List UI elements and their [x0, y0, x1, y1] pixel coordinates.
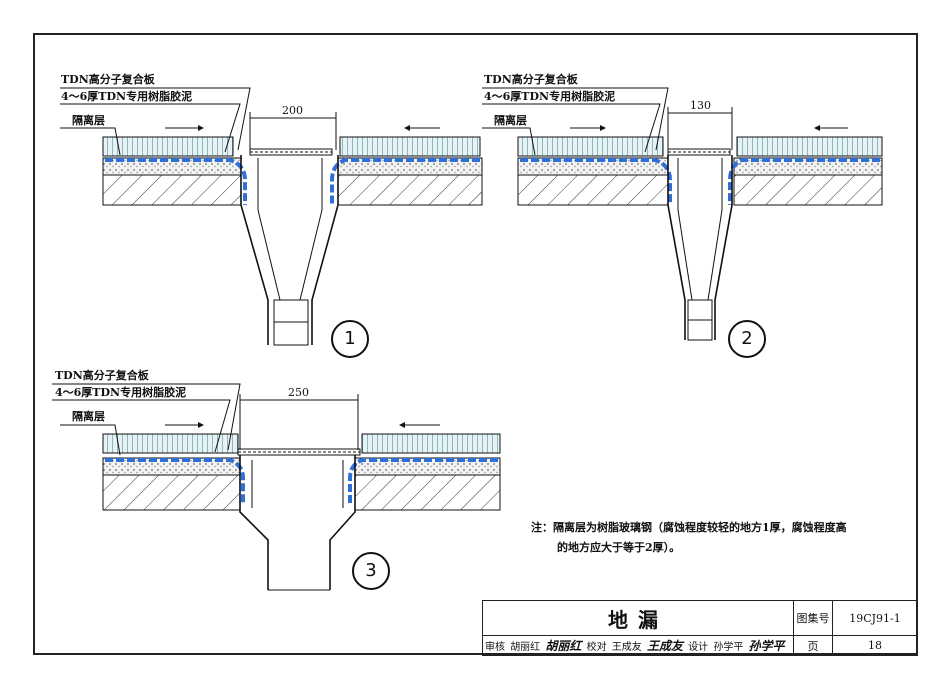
label-resin-mortar-2: 4～6厚TDN专用树脂胶泥	[484, 90, 616, 103]
label-isolation-layer-2: 隔离层	[494, 114, 527, 127]
page-label: 页	[793, 635, 833, 656]
review-signature: 胡丽红	[545, 639, 582, 653]
label-isolation-layer-3: 隔离层	[72, 410, 105, 423]
design-name: 孙学平	[713, 642, 744, 653]
label-composite-board-1: TDN高分子复合板	[61, 73, 155, 86]
note-line-2: 的地方应大于等于2厚）。	[557, 541, 681, 554]
design-signature: 孙学平	[748, 639, 785, 653]
dimension-detail-1: 200	[282, 104, 303, 117]
note-line-1: 注：隔离层为树脂玻璃钢（腐蚀程度较轻的地方1厚，腐蚀程度高	[531, 521, 847, 534]
check-signature: 王成友	[646, 639, 683, 653]
page-number: 18	[832, 635, 918, 656]
title-block: 地漏 图集号 19CJ91-1 审核 胡丽红 胡丽红 校对 王成友 王成友 设计…	[482, 600, 918, 656]
detail-number-3: 3	[352, 552, 390, 590]
dimension-detail-3: 250	[288, 386, 309, 399]
atlas-number: 19CJ91-1	[832, 600, 918, 636]
label-resin-mortar-3: 4～6厚TDN专用树脂胶泥	[55, 386, 187, 399]
check-label: 校对	[586, 642, 607, 653]
drawing-frame	[33, 33, 918, 655]
review-label: 审核	[485, 642, 505, 653]
detail-number-2: 2	[728, 320, 766, 358]
detail-2-section	[482, 87, 883, 341]
detail-1-section	[60, 87, 483, 346]
drawing-title: 地漏	[482, 600, 794, 636]
label-isolation-layer-1: 隔离层	[72, 114, 105, 127]
note-text: 注：隔离层为树脂玻璃钢（腐蚀程度较轻的地方1厚，腐蚀程度高 的地方应大于等于2厚…	[531, 518, 847, 558]
design-label: 设计	[688, 642, 709, 653]
detail-3-section	[52, 383, 501, 591]
label-resin-mortar-1: 4～6厚TDN专用树脂胶泥	[61, 90, 193, 103]
check-name: 王成友	[611, 642, 642, 653]
detail-number-1: 1	[331, 320, 369, 358]
dimension-detail-2: 130	[690, 99, 711, 112]
label-composite-board-2: TDN高分子复合板	[484, 73, 578, 86]
atlas-label: 图集号	[793, 600, 833, 636]
signature-row: 审核 胡丽红 胡丽红 校对 王成友 王成友 设计 孙学平 孙学平	[482, 635, 794, 656]
review-name: 胡丽红	[510, 642, 541, 653]
label-composite-board-3: TDN高分子复合板	[55, 369, 149, 382]
